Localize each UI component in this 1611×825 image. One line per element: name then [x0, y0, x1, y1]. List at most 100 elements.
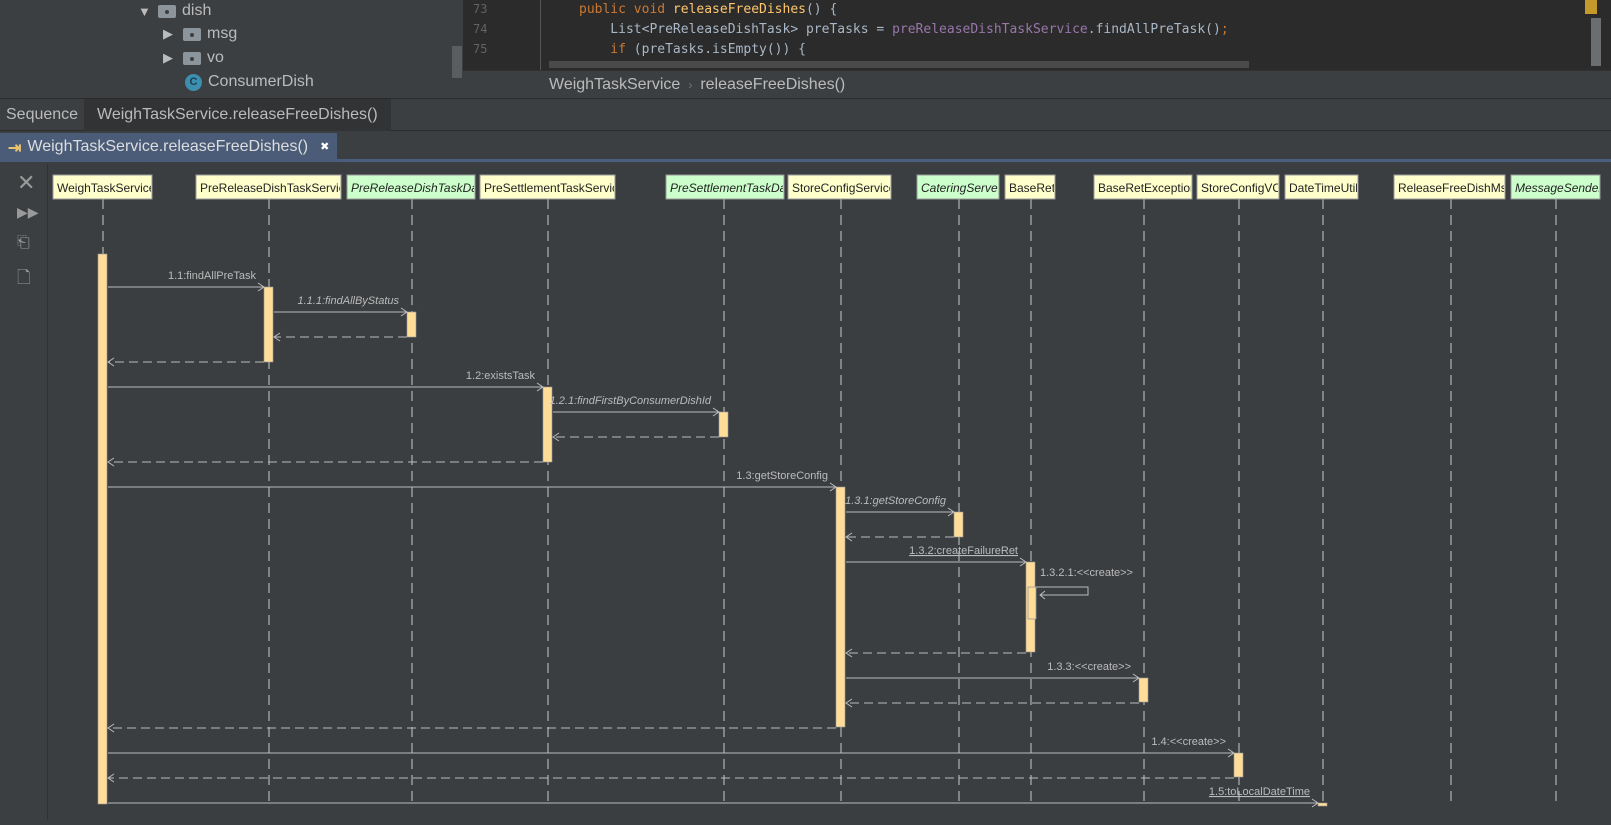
activation-bar [1027, 586, 1037, 620]
class-icon: C [185, 73, 202, 91]
arrowhead-icon [1132, 673, 1140, 683]
participant-box [52, 174, 153, 200]
collapsed-arrow-icon[interactable]: ▶ [163, 26, 173, 41]
arrowhead-icon [1039, 590, 1046, 600]
participant-box [1004, 174, 1056, 200]
arrowhead-icon [1019, 557, 1027, 567]
tab-sequence-diagram[interactable]: ⇥ WeighTaskService.releaseFreeDishes() ✖ [0, 133, 338, 162]
participant-label: StoreConfigVO [1201, 181, 1282, 195]
message-label: 1.3.1:getStoreConfig [845, 495, 947, 507]
tab-bar: ⇥ WeighTaskService.releaseFreeDishes() ✖ [0, 131, 1611, 162]
fold-gutter [540, 0, 541, 70]
sequence-diagram-canvas[interactable]: WeighTaskService PreReleaseDishTaskServic… [48, 164, 1611, 820]
participant-box [1196, 174, 1280, 200]
text-file-icon[interactable]: 🗋 [17, 268, 31, 287]
participant-label: BaseRetException [1098, 181, 1197, 195]
folder-icon [183, 51, 201, 65]
code-line[interactable]: if (preTasks.isEmpty()) { [579, 42, 806, 57]
arrowhead-icon [107, 723, 115, 733]
self-message-arrow [1036, 586, 1089, 596]
participant-box [1393, 174, 1506, 200]
line-number: 74 [473, 22, 488, 36]
tree-item-label: vo [207, 49, 224, 66]
code-line[interactable]: public void releaseFreeDishes() { [579, 2, 838, 17]
tree-scrollbar[interactable] [452, 46, 462, 78]
code-line[interactable]: List<PreReleaseDishTask> preTasks = preR… [579, 22, 1229, 37]
tree-item-dish[interactable]: ▼ dish [138, 2, 211, 20]
sequence-diagram[interactable]: WeighTaskService PreReleaseDishTaskServic… [48, 164, 1611, 820]
breadcrumb-class[interactable]: WeighTaskService [549, 76, 681, 93]
close-icon[interactable]: ✕ [17, 170, 36, 195]
close-tab-icon[interactable]: ✖ [320, 141, 330, 153]
collapsed-arrow-icon[interactable]: ▶ [163, 50, 173, 65]
arrowhead-icon [845, 698, 853, 708]
arrowhead-icon [845, 532, 853, 542]
message-label: 1.5:toLocalDateTime [1209, 786, 1310, 798]
message-label: 1.1:findAllPreTask [168, 270, 257, 282]
tool-window-subtitle[interactable]: WeighTaskService.releaseFreeDishes() [84, 99, 391, 131]
breadcrumb: WeighTaskService › releaseFreeDishes() [463, 70, 1611, 98]
participant-label: DateTimeUtils [1289, 181, 1364, 195]
activation-bar [718, 411, 729, 438]
breadcrumb-method[interactable]: releaseFreeDishes() [700, 76, 846, 93]
activation-bar [953, 511, 964, 538]
message-label: 1.2.1:findFirstByConsumerDishId [550, 395, 712, 407]
participant-label: CateringServer [921, 181, 1003, 195]
editor-horizontal-scrollbar[interactable] [549, 61, 1249, 68]
fast-forward-icon[interactable]: ▶▶ [17, 204, 39, 220]
participant-box [1284, 174, 1359, 200]
arrowhead-icon [107, 457, 115, 467]
tree-item-label: msg [207, 25, 238, 42]
arrowhead-icon [536, 382, 544, 392]
arrowhead-icon [257, 282, 265, 292]
arrowhead-icon [552, 432, 560, 442]
participant-box [479, 174, 616, 200]
arrowhead-icon [1311, 798, 1319, 808]
activation-bar [1138, 677, 1149, 703]
tree-item-vo[interactable]: ▶ vo [163, 49, 224, 67]
breadcrumb-separator-icon: › [688, 78, 693, 92]
tool-window-header: Sequence WeighTaskService.releaseFreeDis… [0, 98, 1611, 131]
activation-bar [97, 253, 108, 805]
export-icon[interactable]: ⎗ [17, 234, 30, 251]
participant-box [787, 174, 892, 200]
arrowhead-icon [712, 407, 720, 417]
activation-bar [406, 311, 417, 338]
arrowhead-icon [1227, 748, 1235, 758]
folder-icon [183, 27, 201, 41]
participant-label: PreReleaseDishTaskService [200, 181, 352, 195]
activation-bar [1317, 802, 1328, 807]
message-label: 1.3.3:<<create>> [1047, 661, 1131, 673]
editor-vertical-scrollbar[interactable] [1591, 18, 1601, 66]
tree-item-label: dish [182, 2, 212, 19]
participant-label: PreSettlementTaskService [484, 181, 625, 195]
message-label: 1.3.2.1:<<create>> [1040, 567, 1133, 579]
participant-label: WeighTaskService [57, 181, 156, 195]
participant-label: BaseRet [1009, 181, 1056, 195]
activation-bar [835, 486, 846, 728]
participant-box [346, 174, 476, 200]
activation-bar [263, 286, 274, 363]
participant-label: MessageSender [1515, 181, 1603, 195]
folder-icon [158, 4, 176, 18]
participant-label: PreSettlementTaskDao [670, 181, 793, 195]
line-number: 75 [473, 42, 488, 56]
participant-box [916, 174, 1000, 200]
arrowhead-icon [107, 357, 115, 367]
participant-label: StoreConfigService [792, 181, 896, 195]
participant-box [195, 174, 342, 200]
activation-bar [542, 386, 553, 463]
message-label: 1.1.1:findAllByStatus [297, 295, 399, 307]
tab-label: WeighTaskService.releaseFreeDishes() [27, 138, 309, 155]
code-editor[interactable]: 73 public void releaseFreeDishes() { 74 Li… [463, 0, 1611, 70]
tool-window-title: Sequence [6, 106, 79, 123]
warning-marker[interactable] [1585, 0, 1597, 14]
participant-box [1510, 174, 1601, 200]
line-number: 73 [473, 2, 488, 16]
arrowhead-icon [273, 332, 281, 342]
message-label: 1.4:<<create>> [1151, 736, 1226, 748]
expanded-arrow-icon[interactable]: ▼ [138, 3, 151, 19]
tree-item-msg[interactable]: ▶ msg [163, 25, 237, 43]
arrowhead-icon [400, 307, 408, 317]
